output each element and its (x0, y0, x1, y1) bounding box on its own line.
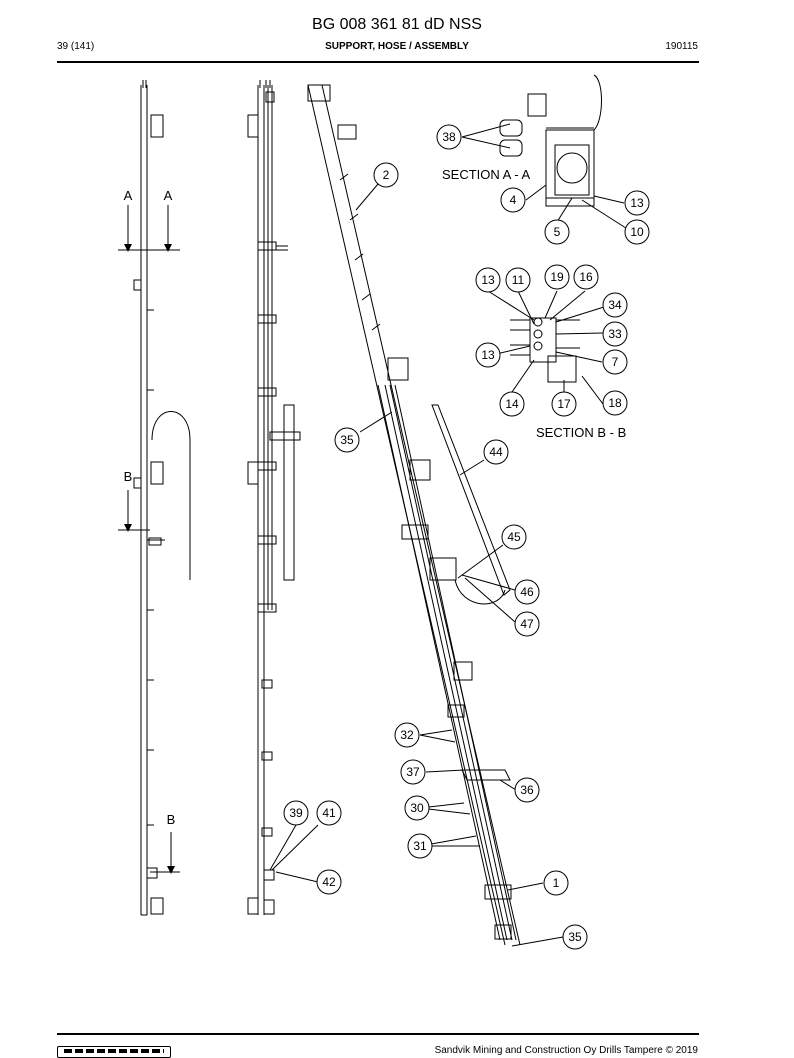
callout-circle (499, 391, 525, 417)
callout-circle (551, 391, 577, 417)
callout-circle (394, 722, 420, 748)
callout-circle (514, 579, 540, 605)
callout-circle (602, 292, 628, 318)
callout-circle (544, 219, 570, 245)
callout-number: 34 (608, 298, 622, 312)
callout-circle (373, 162, 399, 188)
callout-number: 38 (442, 130, 456, 144)
callout-number: 39 (289, 806, 303, 820)
callout-number: 45 (507, 530, 521, 544)
callout-number: 36 (520, 783, 534, 797)
callout-number: 7 (612, 355, 619, 369)
callout-circle (334, 427, 360, 453)
callout-number: 46 (520, 585, 534, 599)
callout-number: 13 (630, 196, 644, 210)
section-b-top-label: B (124, 469, 133, 484)
section-b-bottom-label: B (167, 812, 176, 827)
callout-circle (400, 759, 426, 785)
callout-number: 14 (505, 397, 519, 411)
copyright-text: Sandvik Mining and Construction Oy Drill… (434, 1045, 698, 1056)
callout-circle (544, 264, 570, 290)
document-id: BG 008 361 81 dD NSS (312, 16, 482, 33)
callout-number: 1 (553, 876, 560, 890)
callout-number: 32 (400, 728, 414, 742)
callout-number: 5 (554, 225, 561, 239)
callout-number: 10 (630, 225, 644, 239)
callout-number: 42 (322, 875, 336, 889)
callout-number: 47 (520, 617, 534, 631)
callout-circle (602, 390, 628, 416)
section-a-left-label: A (124, 188, 133, 203)
document-date: 190115 (665, 41, 698, 52)
callout-number: 35 (568, 930, 582, 944)
callout-number: 19 (550, 270, 564, 284)
callout-circle (475, 267, 501, 293)
callout-circle (514, 777, 540, 803)
section-bb-detail (510, 317, 580, 383)
callout-circle (500, 187, 526, 213)
page-title: SUPPORT, HOSE / ASSEMBLY (325, 41, 469, 52)
callout-circle (624, 190, 650, 216)
middle-view-lines (247, 80, 301, 915)
callout-number: 35 (340, 433, 354, 447)
callout-number: 4 (510, 193, 517, 207)
callout-number: 44 (489, 445, 503, 459)
callout-circle (283, 800, 309, 826)
callout-number: 13 (481, 273, 495, 287)
callout-number: 41 (322, 806, 336, 820)
callout-number: 2 (383, 168, 390, 182)
section-a-right-label: A (164, 188, 173, 203)
callout-number: 17 (557, 397, 571, 411)
callout-circle (602, 321, 628, 347)
page-number: 39 (141) (57, 41, 95, 52)
callout-number: 11 (512, 273, 525, 287)
callout-circle (505, 267, 531, 293)
callout-circle (316, 800, 342, 826)
footer-rule (57, 1033, 699, 1035)
leader-lines (269, 123, 630, 947)
section-aa-detail (499, 74, 602, 207)
callout-circle (436, 124, 462, 150)
section-arrowheads (124, 244, 175, 874)
callout-number: 33 (608, 327, 622, 341)
callout-number: 30 (410, 801, 424, 815)
callout-circle (602, 349, 628, 375)
callout-circle (407, 833, 433, 859)
main-view-lines (307, 84, 521, 946)
callout-circle (514, 611, 540, 637)
sandvik-logo (57, 1046, 171, 1058)
section-aa-title: SECTION A - A (442, 167, 530, 182)
header-rule (57, 61, 699, 63)
callout-circle (404, 795, 430, 821)
callout-circle (475, 342, 501, 368)
callout-circle (562, 924, 588, 950)
callout-number: 13 (481, 348, 495, 362)
section-bb-title: SECTION B - B (536, 425, 626, 440)
callout-number: 18 (608, 396, 622, 410)
drawing-lines (118, 80, 191, 916)
callout-circle (501, 524, 527, 550)
callout-circle (316, 869, 342, 895)
callout-number: 31 (413, 839, 427, 853)
section-labels: A A B B SECTION A - A SECTION B - B (124, 167, 627, 827)
callout-circle (543, 870, 569, 896)
callout-circle (624, 219, 650, 245)
callout-circle (483, 439, 509, 465)
callout-number: 37 (406, 765, 420, 779)
callout-number: 16 (579, 270, 593, 284)
callout-circle (573, 264, 599, 290)
